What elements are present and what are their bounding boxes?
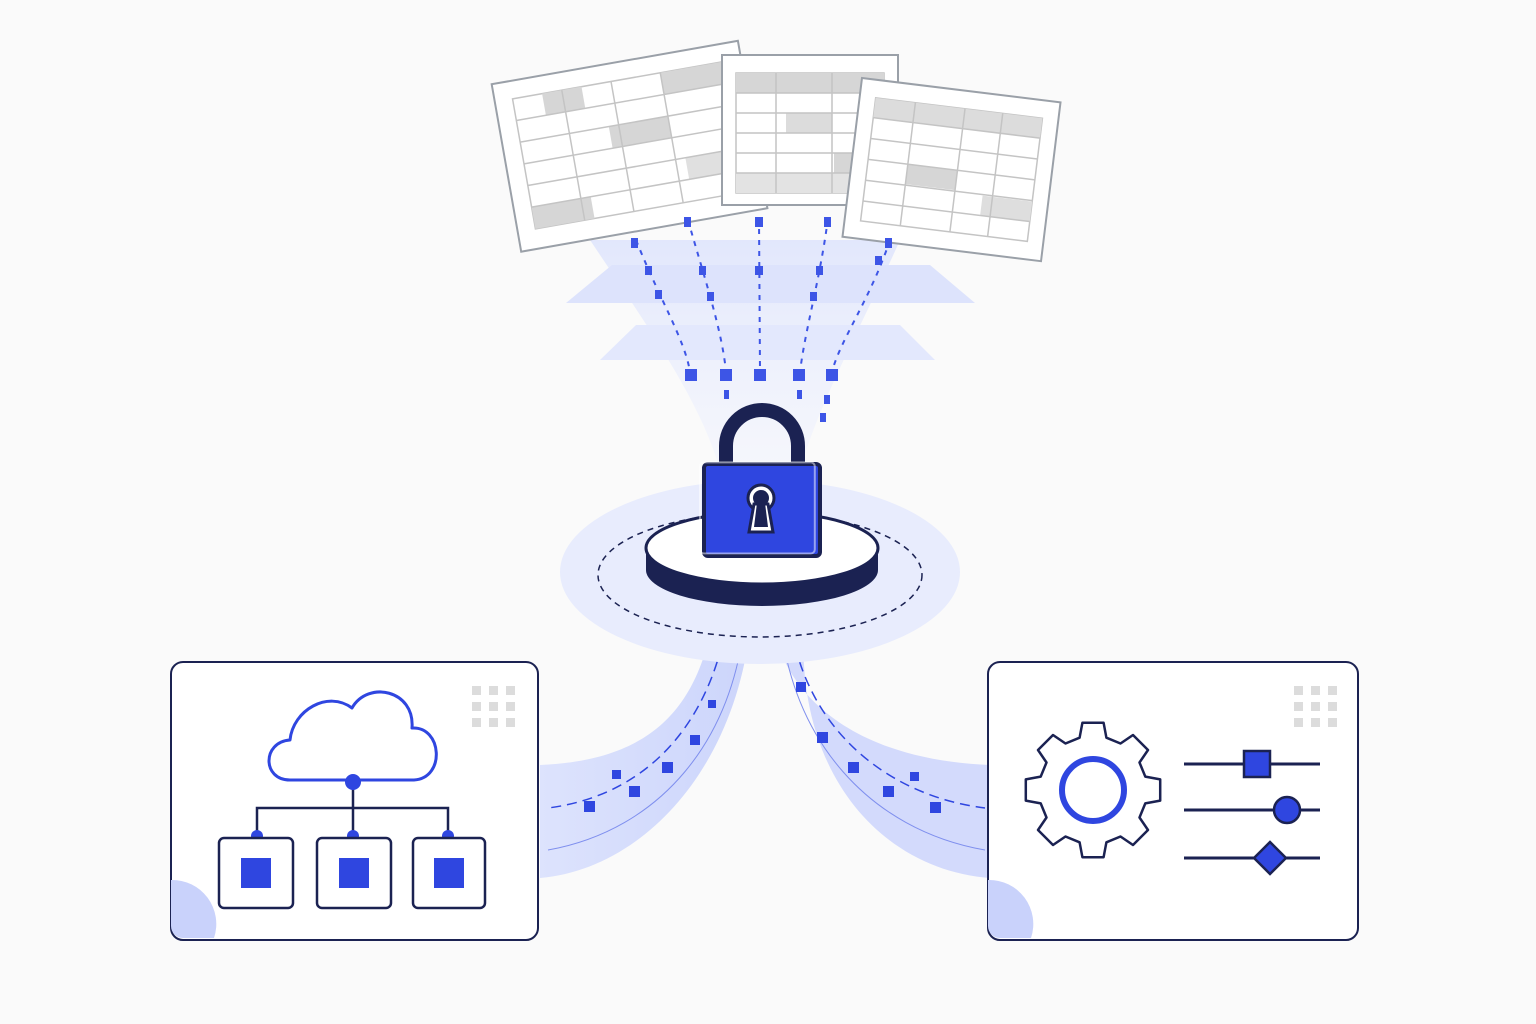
data-packets xyxy=(631,217,892,422)
gear-icon xyxy=(1024,721,1162,859)
data-funnel xyxy=(566,240,975,470)
child-node xyxy=(315,836,393,910)
corner-accent xyxy=(171,879,217,938)
padlock-icon xyxy=(698,403,822,558)
spreadsheet-icon xyxy=(841,76,1062,263)
data-stream-lines xyxy=(635,217,891,373)
child-node xyxy=(411,836,487,910)
filter-layer xyxy=(600,325,935,360)
grid-dots-icon xyxy=(1294,686,1337,727)
cloud-hierarchy-panel xyxy=(170,661,539,941)
settings-panel xyxy=(987,661,1359,941)
slider-handle-circle xyxy=(1272,795,1302,825)
filter-layer xyxy=(566,265,975,303)
cloud-icon xyxy=(267,690,438,782)
slider-control xyxy=(1184,795,1320,825)
child-node xyxy=(217,836,295,910)
slider-control xyxy=(1184,749,1320,779)
slider-handle-square xyxy=(1242,749,1272,779)
grid-dots-icon xyxy=(472,686,515,727)
spreadsheet-icon xyxy=(490,39,769,253)
slider-handle-diamond xyxy=(1252,840,1288,876)
corner-accent xyxy=(988,879,1034,938)
slider-control xyxy=(1184,840,1320,876)
node-dot xyxy=(345,774,361,790)
